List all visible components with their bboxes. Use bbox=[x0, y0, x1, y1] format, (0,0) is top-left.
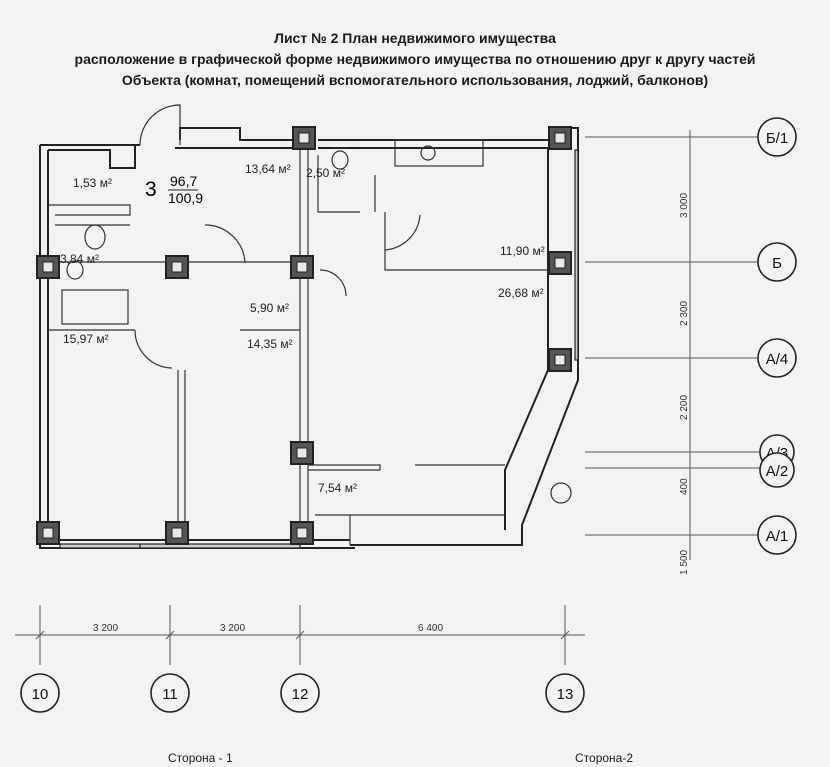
room-area-3: 2,50 м² bbox=[306, 166, 345, 180]
side-1-label: Сторона - 1 bbox=[168, 751, 233, 765]
header-line-3: Объекта (комнат, помещений вспомогательн… bbox=[121, 72, 709, 88]
bottom-dim-3: 6 400 bbox=[418, 623, 443, 634]
axis-bubble-11: 11 bbox=[162, 686, 178, 703]
apartment-area-living: 96,7 bbox=[170, 173, 197, 189]
room-area-5: 11,90 м² bbox=[500, 244, 545, 258]
side-2-label: Сторона-2 bbox=[575, 751, 634, 765]
room-area-9: 14,35 м² bbox=[247, 337, 293, 351]
bottom-dim-1: 3 200 bbox=[93, 623, 118, 634]
apartment-number: 3 bbox=[145, 178, 157, 201]
header-line-2: расположение в графической форме недвижи… bbox=[74, 51, 756, 67]
room-area-4: 3,84 м² bbox=[60, 252, 99, 266]
room-area-8: 15,97 м² bbox=[63, 332, 109, 346]
right-axes: 3 000 2 300 2 200 400 1 500 Б/1 Б А/4 А/… bbox=[585, 117, 797, 575]
columns bbox=[36, 126, 572, 545]
right-dim-1: 3 000 bbox=[679, 193, 690, 218]
axis-bubble-12: 12 bbox=[292, 686, 309, 703]
room-area-6: 26,68 м² bbox=[498, 286, 544, 300]
header-line-1: Лист № 2 План недвижимого имущества bbox=[274, 30, 556, 46]
room-area-10: 7,54 м² bbox=[318, 481, 357, 495]
apartment-area-total: 100,9 bbox=[168, 190, 203, 206]
room-areas: 1,53 м² 13,64 м² 2,50 м² 3,84 м² 11,90 м… bbox=[60, 162, 545, 495]
room-area-2: 13,64 м² bbox=[245, 162, 291, 176]
right-dim-5: 1 500 bbox=[679, 550, 690, 575]
axis-bubble-b1: Б/1 bbox=[766, 130, 788, 147]
right-dim-3: 2 200 bbox=[679, 395, 690, 420]
axis-bubble-a2: А/2 bbox=[766, 463, 789, 480]
axis-bubble-a4: А/4 bbox=[766, 351, 789, 368]
axis-bubble-13: 13 bbox=[557, 686, 574, 703]
right-dim-4: 400 bbox=[679, 478, 690, 495]
axis-bubble-a1: А/1 bbox=[766, 528, 789, 545]
bottom-axes: 3 200 3 200 6 400 10 11 12 13 bbox=[15, 605, 585, 713]
document-header: Лист № 2 План недвижимого имущества расп… bbox=[0, 28, 830, 91]
axis-bubble-10: 10 bbox=[32, 686, 49, 703]
axis-bubble-b: Б bbox=[772, 255, 782, 272]
right-dim-2: 2 300 bbox=[679, 301, 690, 326]
bottom-dim-2: 3 200 bbox=[220, 623, 245, 634]
apartment-label: 3 96,7 100,9 bbox=[145, 173, 203, 206]
room-area-7: 5,90 м² bbox=[250, 301, 289, 315]
room-area-1: 1,53 м² bbox=[73, 176, 112, 190]
